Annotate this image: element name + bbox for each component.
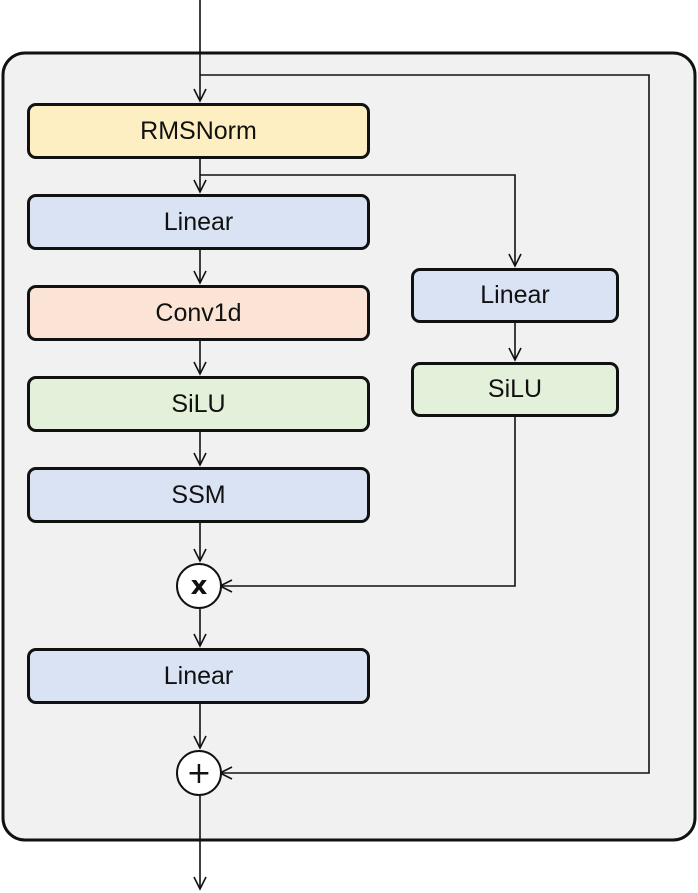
linear-gate-block: Linear [411,268,619,323]
ssm-block: SSM [27,467,370,523]
multiply-operator: x [176,563,222,609]
branch-to-gate [200,174,522,268]
block-container [1,51,697,842]
linear-input-block: Linear [27,194,370,250]
silu-gate-block: SiLU [411,362,619,417]
conv1d-block: Conv1d [27,285,370,341]
add-operator: + [176,750,222,796]
residual-connection [200,74,650,780]
gate-connection [218,417,516,593]
rmsnorm-block: RMSNorm [27,103,370,159]
silu-main-block: SiLU [27,376,370,432]
linear-output-block: Linear [27,648,370,704]
